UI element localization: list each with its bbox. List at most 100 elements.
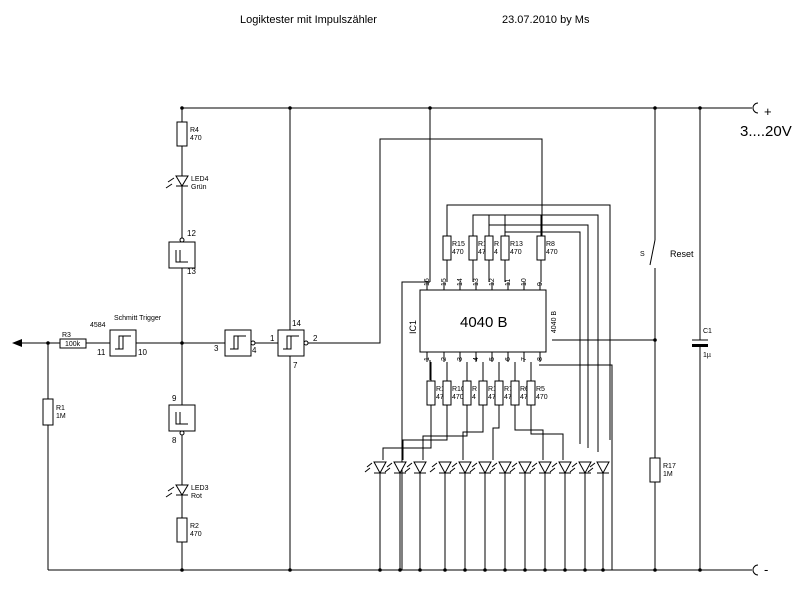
svg-text:R10: R10 xyxy=(452,386,465,393)
ic1-top-pin: 9 xyxy=(537,282,544,286)
reset-circuit: S Reset R17 1M C1 1µ xyxy=(640,106,712,572)
svg-text:10: 10 xyxy=(138,348,147,357)
counter-led xyxy=(469,461,492,572)
ic1-top-pin: 11 xyxy=(505,279,512,286)
gnd-rail: - xyxy=(48,562,768,577)
resistor-r17 xyxy=(649,457,661,483)
counter-led xyxy=(509,461,532,572)
svg-text:Rot: Rot xyxy=(191,493,202,500)
ic1-bottom-pin: 3 xyxy=(457,357,464,361)
ic1-top-pin: 15 xyxy=(441,278,448,286)
svg-text:4: 4 xyxy=(494,249,498,256)
counter-led xyxy=(429,461,452,572)
svg-text:470: 470 xyxy=(190,135,202,142)
svg-text:R17: R17 xyxy=(663,463,676,470)
vcc-rail: + 3....20V xyxy=(182,102,792,140)
ic1-name: 4040 B xyxy=(460,314,508,331)
ic1-top-pin: 12 xyxy=(489,278,496,286)
svg-text:R2: R2 xyxy=(190,523,199,530)
ic1-ref: IC1 xyxy=(408,320,418,334)
svg-text:14: 14 xyxy=(292,319,301,328)
svg-text:8: 8 xyxy=(172,436,177,445)
svg-text:Grün: Grün xyxy=(191,184,207,191)
plus-terminal: + xyxy=(764,104,772,119)
ic-family-label: 4584 xyxy=(90,322,106,329)
svg-text:13: 13 xyxy=(187,267,196,276)
svg-text:470: 470 xyxy=(510,249,522,256)
svg-text:470: 470 xyxy=(436,394,448,401)
probe-input: R1 1M R3 100k xyxy=(12,332,110,570)
counter-led xyxy=(449,461,472,572)
svg-text:R15: R15 xyxy=(452,241,465,248)
svg-text:LED3: LED3 xyxy=(191,485,209,492)
svg-text:4: 4 xyxy=(252,346,257,355)
led3-red xyxy=(175,484,189,496)
resistor-r2 xyxy=(176,517,188,543)
probe-arrow xyxy=(12,339,22,347)
svg-text:R11: R11 xyxy=(488,386,500,393)
schmitt-gate-2: 3 4 xyxy=(214,329,278,357)
title: Logiktester mit Impulszähler xyxy=(240,14,377,26)
r3-ref: R3 xyxy=(62,332,71,339)
led4-green xyxy=(175,175,189,187)
svg-text:12: 12 xyxy=(187,229,196,238)
date-author: 23.07.2010 by Ms xyxy=(502,14,590,26)
svg-text:R6: R6 xyxy=(520,386,529,393)
svg-text:3: 3 xyxy=(214,344,219,353)
svg-text:1M: 1M xyxy=(663,471,673,478)
svg-text:R: R xyxy=(494,241,499,248)
counter-led xyxy=(529,461,552,572)
svg-text:470: 470 xyxy=(546,249,558,256)
ic1-bottom-pin: 7 xyxy=(521,357,528,361)
r3-value: 100k xyxy=(65,341,81,348)
svg-text:4: 4 xyxy=(472,394,476,401)
ic1-bottom-pin: 5 xyxy=(489,357,496,361)
counter-led xyxy=(364,461,387,572)
svg-text:1µ: 1µ xyxy=(703,352,711,359)
svg-text:470: 470 xyxy=(536,394,548,401)
resistor-r4 xyxy=(176,121,188,147)
svg-text:2: 2 xyxy=(313,334,318,343)
minus-terminal: - xyxy=(764,562,768,577)
svg-text:1: 1 xyxy=(270,334,275,343)
ic1-vertical-label: 4040 B xyxy=(551,311,558,334)
resistor-r1 xyxy=(42,398,54,426)
counter-led xyxy=(587,461,610,572)
reset-switch xyxy=(649,239,656,266)
schmitt-trigger-label: Schmitt Trigger xyxy=(114,315,162,322)
svg-text:C1: C1 xyxy=(703,328,712,335)
svg-text:LED4: LED4 xyxy=(191,176,209,183)
svg-text:R: R xyxy=(472,386,477,393)
resistor-bottom: R4 xyxy=(462,362,477,420)
r1-ref: R1 xyxy=(56,405,65,412)
svg-text:9: 9 xyxy=(172,394,177,403)
ic1-bottom-pin: 6 xyxy=(505,357,512,361)
ic1-bottom-pin: 8 xyxy=(537,357,544,361)
r1-value: 1M xyxy=(56,413,66,420)
svg-text:R13: R13 xyxy=(510,241,523,248)
svg-text:470: 470 xyxy=(478,249,490,256)
svg-text:R8: R8 xyxy=(546,241,555,248)
indicator-column: R4 470 LED4 Grün 12 13 9 8 LED3 Rot R2 4… xyxy=(165,106,209,572)
counter-led xyxy=(384,461,407,572)
svg-text:R7: R7 xyxy=(504,386,513,393)
ic1-bottom-pin: 2 xyxy=(441,357,448,361)
ic1-top-pin: 13 xyxy=(473,278,480,286)
svg-text:R14: R14 xyxy=(478,241,491,248)
supply-voltage: 3....20V xyxy=(740,123,792,140)
counter-led xyxy=(404,461,427,572)
svg-text:R16: R16 xyxy=(436,386,449,393)
reset-label: Reset xyxy=(670,249,694,259)
counter-led xyxy=(489,461,512,572)
ic1-bottom-pin: 4 xyxy=(473,357,480,361)
svg-text:470: 470 xyxy=(520,394,532,401)
counter-led-row xyxy=(364,461,610,572)
